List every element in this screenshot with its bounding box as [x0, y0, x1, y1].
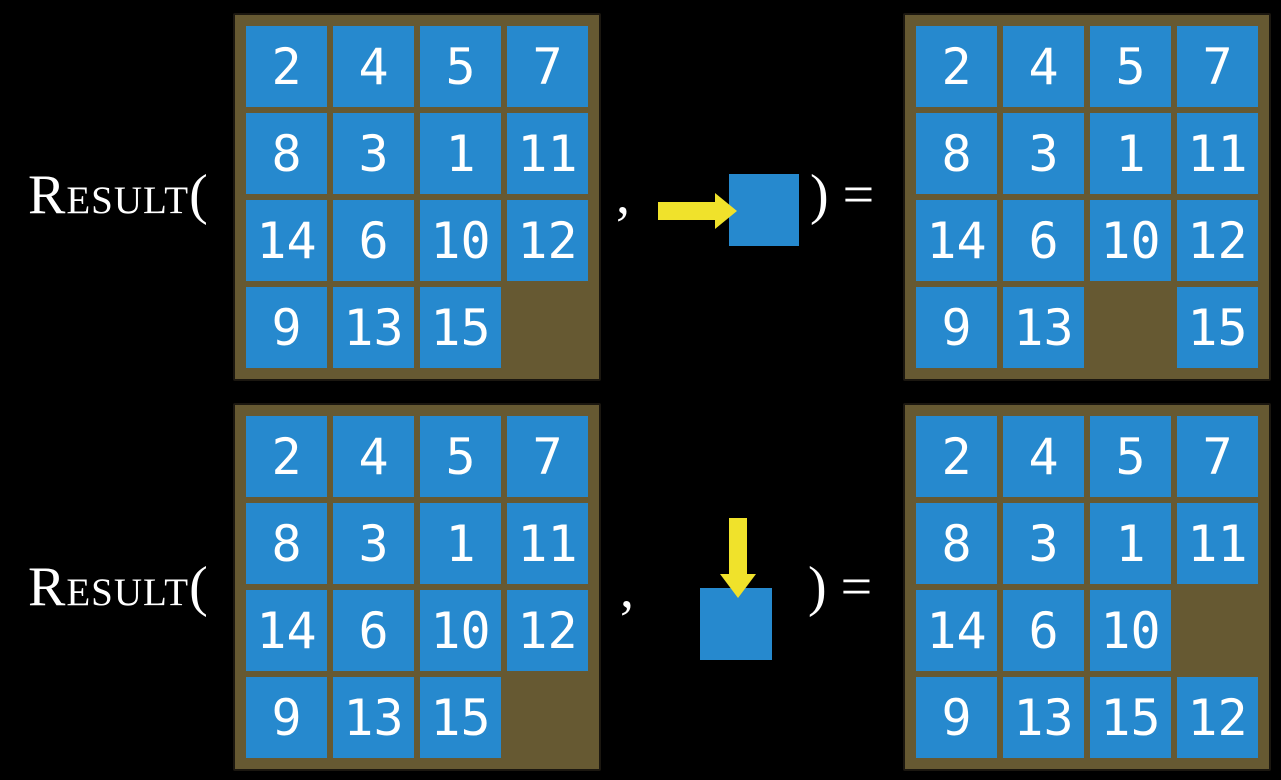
tile-9: 9: [916, 287, 997, 368]
tile-9: 9: [916, 677, 997, 758]
tile-4: 4: [333, 416, 414, 497]
tile-1: 1: [420, 503, 501, 584]
tile-3: 3: [333, 113, 414, 194]
tile-1: 1: [1090, 503, 1171, 584]
tile-15: 15: [420, 287, 501, 368]
tile-11: 11: [507, 113, 588, 194]
move-down-action-icon: [700, 518, 772, 660]
tile-7: 7: [507, 26, 588, 107]
tile-8: 8: [916, 113, 997, 194]
tile-14: 14: [916, 200, 997, 281]
tile-10: 10: [420, 200, 501, 281]
tile-11: 11: [507, 503, 588, 584]
tile-15: 15: [1090, 677, 1171, 758]
tile-15: 15: [1177, 287, 1258, 368]
move-right-action-icon: [658, 174, 799, 246]
tile-3: 3: [1003, 113, 1084, 194]
arrow-down-icon: [720, 518, 756, 598]
tile-6: 6: [1003, 200, 1084, 281]
tile-11: 11: [1177, 113, 1258, 194]
tile-2: 2: [916, 416, 997, 497]
tile-3: 3: [1003, 503, 1084, 584]
blank-cell: [507, 677, 588, 758]
tile-square-icon: [729, 174, 799, 246]
tile-8: 8: [246, 113, 327, 194]
blank-cell: [507, 287, 588, 368]
tile-6: 6: [1003, 590, 1084, 671]
tile-4: 4: [333, 26, 414, 107]
comma-separator-2: ,: [620, 558, 634, 620]
tile-10: 10: [1090, 200, 1171, 281]
tile-2: 2: [246, 416, 327, 497]
tile-8: 8: [246, 503, 327, 584]
tile-13: 13: [333, 677, 414, 758]
tile-14: 14: [916, 590, 997, 671]
tile-12: 12: [1177, 677, 1258, 758]
tile-12: 12: [507, 200, 588, 281]
tile-1: 1: [1090, 113, 1171, 194]
tile-6: 6: [333, 200, 414, 281]
tile-14: 14: [246, 590, 327, 671]
tile-2: 2: [916, 26, 997, 107]
tile-15: 15: [420, 677, 501, 758]
tile-square-icon: [700, 588, 772, 660]
tile-2: 2: [246, 26, 327, 107]
tile-7: 7: [1177, 26, 1258, 107]
tile-5: 5: [1090, 26, 1171, 107]
tile-14: 14: [246, 200, 327, 281]
blank-cell: [1177, 590, 1258, 671]
tile-11: 11: [1177, 503, 1258, 584]
result-function-label-1: Result(: [28, 164, 209, 226]
tile-13: 13: [333, 287, 414, 368]
tile-3: 3: [333, 503, 414, 584]
tile-9: 9: [246, 287, 327, 368]
tile-4: 4: [1003, 26, 1084, 107]
tile-10: 10: [420, 590, 501, 671]
tile-5: 5: [1090, 416, 1171, 497]
tile-12: 12: [507, 590, 588, 671]
tile-9: 9: [246, 677, 327, 758]
tile-13: 13: [1003, 287, 1084, 368]
tile-5: 5: [420, 416, 501, 497]
comma-separator-1: ,: [616, 164, 630, 226]
close-paren-equals-2: ) =: [808, 556, 873, 618]
tile-6: 6: [333, 590, 414, 671]
blank-cell: [1090, 287, 1171, 368]
tile-8: 8: [916, 503, 997, 584]
result-function-label-2: Result(: [28, 556, 209, 618]
tile-7: 7: [1177, 416, 1258, 497]
tile-7: 7: [507, 416, 588, 497]
tile-10: 10: [1090, 590, 1171, 671]
close-paren-equals-1: ) =: [810, 164, 875, 226]
tile-5: 5: [420, 26, 501, 107]
tile-13: 13: [1003, 677, 1084, 758]
tile-1: 1: [420, 113, 501, 194]
arrow-right-icon: [658, 193, 737, 229]
tile-12: 12: [1177, 200, 1258, 281]
tile-4: 4: [1003, 416, 1084, 497]
